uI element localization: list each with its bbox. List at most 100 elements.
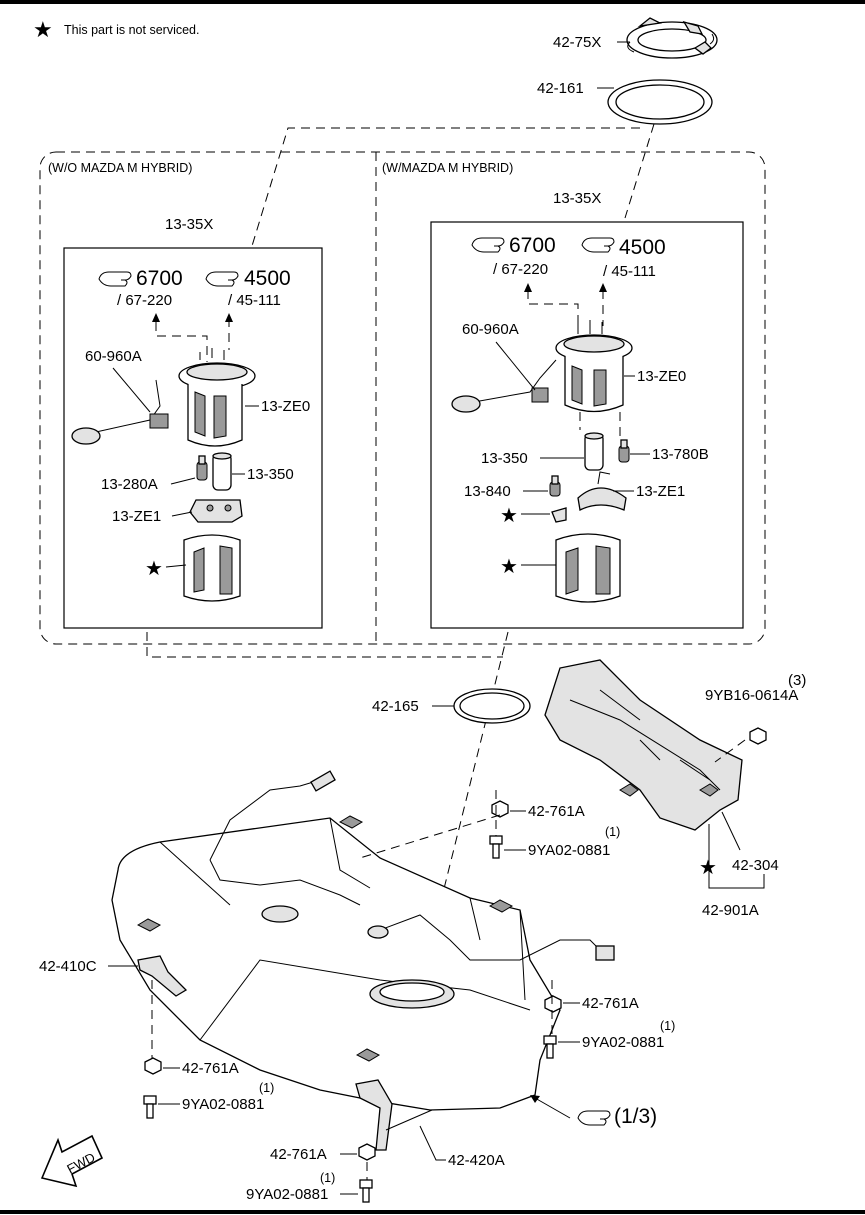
valve-13-840[interactable] — [549, 475, 561, 497]
star-legend-icon: ★ — [33, 17, 53, 42]
label-42-161: 42-161 — [537, 80, 584, 97]
nut-42-761a-4[interactable] — [358, 1143, 376, 1161]
pointing-hand-icon — [577, 1110, 611, 1126]
leader-next-page — [534, 1097, 571, 1119]
bolt-9ya-2[interactable] — [543, 1035, 557, 1059]
reservoir-cup-left[interactable] — [183, 534, 241, 602]
fuel-tank-part[interactable] — [111, 815, 561, 1111]
fuel-tubes[interactable] — [209, 770, 615, 961]
regulator-13-780b[interactable] — [618, 439, 630, 463]
nut-42-761a-2[interactable] — [544, 995, 562, 1013]
fuel-level-sender-right[interactable] — [451, 359, 557, 413]
forward-arrow-icon: FWD — [40, 1134, 104, 1188]
legend-text: This part is not serviced. — [64, 23, 199, 37]
leader-60-960a-left — [112, 367, 151, 413]
ref-next-page-text: (1/3) — [614, 1105, 657, 1128]
label-9ya-4: 9YA02-0881 — [246, 1186, 328, 1203]
ref-4500-right[interactable]: 4500 / 45-111 — [581, 236, 666, 280]
guide-dash-filter-right — [579, 412, 621, 436]
fuel-pump-module-left[interactable] — [178, 348, 256, 447]
label-13-350-left: 13-350 — [247, 466, 294, 483]
ref-4500-sub: / 45-111 — [228, 292, 281, 309]
leader-13-280a — [170, 477, 196, 485]
ref-6700-page: 6700 — [509, 234, 556, 257]
label-9ya-3-qty: (1) — [259, 1081, 274, 1095]
label-42-901a: 42-901A — [702, 902, 759, 919]
leader-star-left — [165, 564, 187, 568]
ref-4500-sub: / 45-111 — [603, 263, 656, 280]
leader-60-960a-right — [495, 341, 536, 391]
strap-42-420a[interactable] — [355, 1079, 433, 1151]
arrows-left — [155, 318, 230, 362]
label-42-761a-2: 42-761A — [582, 995, 639, 1012]
star-not-serviced-left: ★ — [145, 558, 163, 580]
ref-4500-page: 4500 — [619, 236, 666, 259]
arrows-right — [527, 290, 604, 330]
label-9ya-1: 9YA02-0881 — [528, 842, 610, 859]
ref-next-page[interactable]: (1/3) — [577, 1105, 657, 1128]
arrowheads-left — [152, 313, 233, 322]
label-42-761a-3: 42-761A — [182, 1060, 239, 1077]
label-13-780b: 13-780B — [652, 446, 709, 463]
label-42-165: 42-165 — [372, 698, 419, 715]
star-not-serviced-bracket: ★ — [699, 857, 717, 879]
ref-6700-left[interactable]: 6700 / 67-220 — [98, 267, 183, 309]
pump-bracket-left[interactable] — [189, 499, 243, 523]
label-13-280a: 13-280A — [101, 476, 158, 493]
pointing-hand-icon — [98, 271, 132, 287]
label-13-350-right: 13-350 — [481, 450, 528, 467]
gasket-part[interactable] — [607, 79, 713, 125]
fuel-level-sender-left[interactable] — [71, 379, 169, 445]
bracket-42-410c[interactable] — [137, 955, 188, 997]
nut-42-761a-1[interactable] — [491, 800, 509, 818]
label-60-960a-right: 60-960A — [462, 321, 519, 338]
o-ring-part[interactable] — [453, 688, 531, 724]
leader-next-page-arrowhead — [530, 1095, 540, 1103]
nut-9yb16[interactable] — [749, 727, 767, 745]
label-9yb16: 9YB16-0614A — [705, 687, 798, 704]
variant-group-frame — [39, 151, 766, 645]
reservoir-cup-right[interactable] — [555, 533, 621, 603]
fuel-pump-module-right[interactable] — [555, 320, 633, 413]
ref-4500-left[interactable]: 4500 / 45-111 — [205, 267, 291, 309]
label-13-ze0-left: 13-ZE0 — [261, 398, 310, 415]
star-clip-right: ★ — [500, 505, 518, 527]
bolt-9ya-1[interactable] — [489, 835, 503, 859]
pressure-regulator-left[interactable] — [196, 455, 208, 481]
bolt-9ya-4[interactable] — [359, 1179, 373, 1203]
lock-ring-part[interactable] — [626, 17, 718, 59]
pointing-hand-icon — [581, 237, 615, 253]
clip-not-serviced-right[interactable] — [551, 507, 567, 523]
label-60-960a-left: 60-960A — [85, 348, 142, 365]
fuel-filter-right[interactable] — [584, 432, 604, 471]
leader-9yb16 — [714, 739, 746, 763]
ref-6700-right[interactable]: 6700 / 67-220 — [471, 234, 556, 278]
pointing-hand-icon — [205, 271, 239, 287]
fuel-filter-left[interactable] — [212, 452, 232, 491]
label-9ya-2-qty: (1) — [660, 1019, 675, 1033]
label-13-ze0-right: 13-ZE0 — [637, 368, 686, 385]
nut-42-761a-3[interactable] — [144, 1057, 162, 1075]
arrowheads-right — [524, 283, 607, 292]
pump-bracket-right[interactable] — [577, 471, 627, 511]
guide-fastener-1 — [359, 790, 501, 859]
label-9yb16-qty: (3) — [788, 672, 806, 689]
label-13-35x-left: 13-35X — [165, 216, 213, 233]
bolt-9ya-3[interactable] — [143, 1095, 157, 1119]
leader-42-304 — [721, 811, 741, 851]
label-42-761a-1: 42-761A — [528, 803, 585, 820]
ref-6700-page: 6700 — [136, 267, 183, 290]
label-42-420a: 42-420A — [448, 1152, 505, 1169]
label-13-ze1-right: 13-ZE1 — [636, 483, 685, 500]
label-9ya-3: 9YA02-0881 — [182, 1096, 264, 1113]
pump-assembly-box-left — [63, 247, 323, 629]
ref-6700-sub: / 67-220 — [493, 261, 548, 278]
heat-insulator-part[interactable] — [544, 659, 743, 831]
group-label-wo-hybrid: (W/O MAZDA M HYBRID) — [48, 161, 192, 175]
top-border — [0, 0, 865, 4]
label-13-35x-right: 13-35X — [553, 190, 601, 207]
label-13-ze1-left: 13-ZE1 — [112, 508, 161, 525]
pump-assembly-box-right — [430, 221, 744, 629]
label-42-761a-4: 42-761A — [270, 1146, 327, 1163]
